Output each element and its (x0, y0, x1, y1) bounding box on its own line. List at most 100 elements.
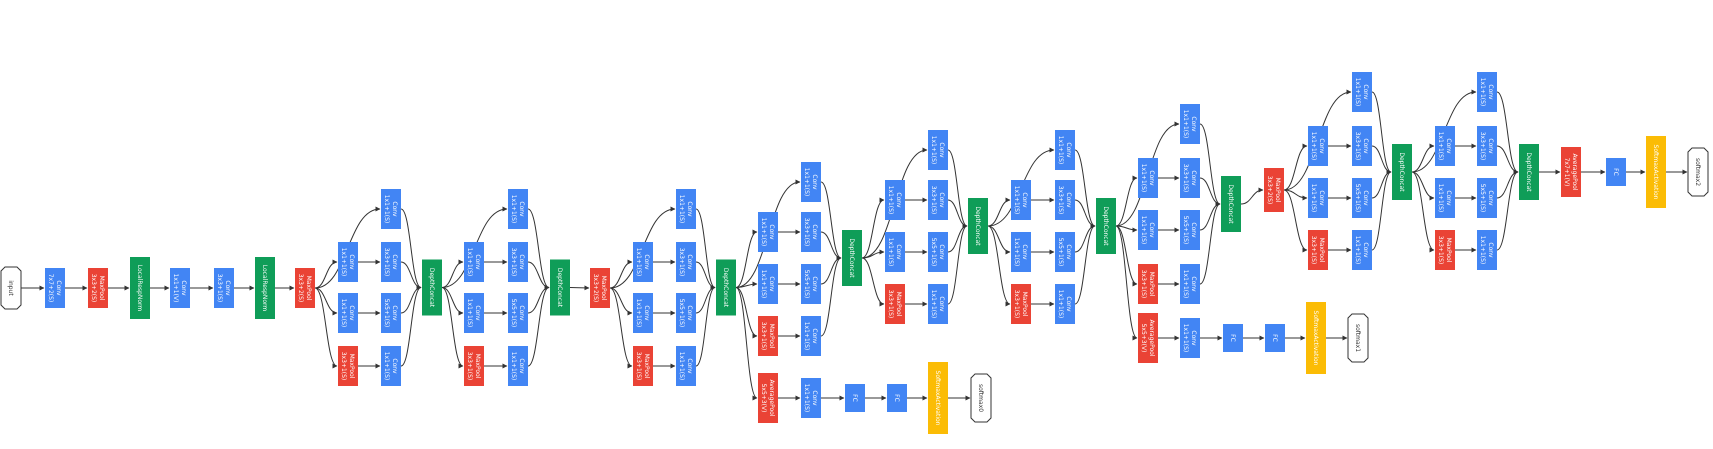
i4c-b3a-label: Conv (895, 244, 902, 260)
conv2-box (170, 268, 190, 308)
i4b-b4b-kernel: 1x1+1(S) (803, 322, 810, 351)
i4c-cat-node: DepthConcat (968, 198, 988, 254)
aux0-fc1-node: FC (845, 384, 865, 412)
fc-main-label: FC (1612, 168, 1619, 176)
edge-i4c-b1-to-i4c-cat (947, 149, 968, 229)
i5b-b4b-kernel: 1x1+1(S) (1479, 236, 1486, 265)
i5a-cat-label: DepthConcat (1398, 152, 1405, 192)
softmax1-shape (1347, 313, 1369, 363)
i5a-b3b-box (1352, 178, 1372, 218)
pool5-box (1561, 147, 1581, 197)
i5b-b3a-box (1435, 178, 1455, 218)
i3b-b2a-box (464, 242, 484, 282)
i4b-b4a-box (758, 316, 778, 356)
i4b-b2a-kernel: 1x1+1(S) (760, 218, 767, 247)
pool3-kernel: 3x3+2(S) (592, 274, 599, 303)
pool4-kernel: 3x3+2(S) (1266, 176, 1273, 205)
i3a-b3a-box (338, 293, 358, 333)
i4a-b4a-box (633, 346, 653, 386)
i4c-b2b-box (928, 180, 948, 220)
aux0-conv-kernel: 1x1+1(S) (803, 384, 810, 413)
i3a-b2a-box (338, 242, 358, 282)
i5a-b3a-kernel: 1x1+1(S) (1310, 184, 1317, 213)
i4c-b1-box (928, 130, 948, 170)
i3b-b3a-box (464, 293, 484, 333)
pool3-box (590, 268, 610, 308)
edge-i3b-b4b-to-i3b-cat (527, 285, 550, 367)
edge-pool2-to-i3a-b2a (314, 259, 338, 289)
i4d-b3a-kernel: 1x1+1(S) (1013, 238, 1020, 267)
aux1-pool-label: AveragePool (1148, 319, 1155, 356)
aux1-fc2-node: FC (1265, 324, 1285, 352)
aux1-fc2-box (1265, 324, 1285, 352)
i4e-cat-box (1221, 176, 1241, 232)
i4a-b3a-box (633, 293, 653, 333)
i4a-b2b-kernel: 3x3+1(S) (678, 248, 685, 277)
i3a-b4a-kernel: 3x3+1(S) (340, 352, 347, 381)
i4e-b4b-label: Conv (1190, 276, 1197, 292)
i5a-b4b-label: Conv (1362, 242, 1369, 258)
lrn1-box (130, 257, 150, 319)
aux1-pool-kernel: 5x5+3(V) (1140, 324, 1147, 353)
i4d-b3b-label: Conv (1065, 244, 1072, 260)
i5b-b4a-box (1435, 230, 1455, 270)
i4a-b2b-box (676, 242, 696, 282)
pool1-label: MaxPool (98, 276, 105, 301)
i4b-b3a-kernel: 1x1+1(S) (760, 270, 767, 299)
sm-main-label: SoftmaxActivation (1652, 145, 1659, 200)
i4c-b4a-label: MaxPool (895, 292, 902, 317)
i4d-b4b-label: Conv (1065, 296, 1072, 312)
i5a-b3a-label: Conv (1318, 190, 1325, 206)
i4b-b2b-label: Conv (811, 224, 818, 240)
sm-main-node: SoftmaxActivation (1646, 136, 1666, 208)
i3a-b4a-label: MaxPool (348, 354, 355, 379)
edge-i5a-b3b-to-i5a-cat (1371, 169, 1392, 199)
i5a-b3b-label: Conv (1362, 190, 1369, 206)
i4b-b1-box (801, 162, 821, 202)
conv2-kernel: 1x1+1(V) (172, 274, 179, 303)
i5b-b4b-box (1477, 230, 1497, 270)
i4d-cat-node: DepthConcat (1096, 198, 1116, 254)
aux0-pool-box (758, 373, 778, 423)
i3a-b1-box (381, 189, 401, 229)
i4e-b4a-label: MaxPool (1148, 272, 1155, 297)
i4e-cat-label: DepthConcat (1227, 184, 1234, 224)
edge-i4c-b3b-to-i4c-cat (947, 223, 968, 253)
pool5-label: AveragePool (1571, 153, 1578, 190)
i5b-b4a-label: MaxPool (1445, 238, 1452, 263)
i4e-b3a-kernel: 1x1+1(S) (1140, 216, 1147, 245)
i4b-b4a-label: MaxPool (768, 324, 775, 349)
i5a-b4b-kernel: 1x1+1(S) (1354, 236, 1361, 265)
i5b-b2b-label: Conv (1487, 138, 1494, 154)
edge-pool3-to-i4a-b2a (609, 259, 633, 289)
conv1-kernel: 7x7+2(S) (47, 274, 54, 303)
i4c-b2a-label: Conv (895, 192, 902, 208)
aux0-fc2-label: FC (893, 394, 900, 402)
softmax0-label: softmax0 (977, 384, 984, 412)
i4b-b2a-label: Conv (768, 224, 775, 240)
i5a-b4a-label: MaxPool (1318, 238, 1325, 263)
edge-i4b-cat-to-i4c-b3a (861, 249, 885, 259)
i5a-cat-box (1392, 144, 1412, 200)
i4d-b4b-kernel: 1x1+1(S) (1057, 290, 1064, 319)
